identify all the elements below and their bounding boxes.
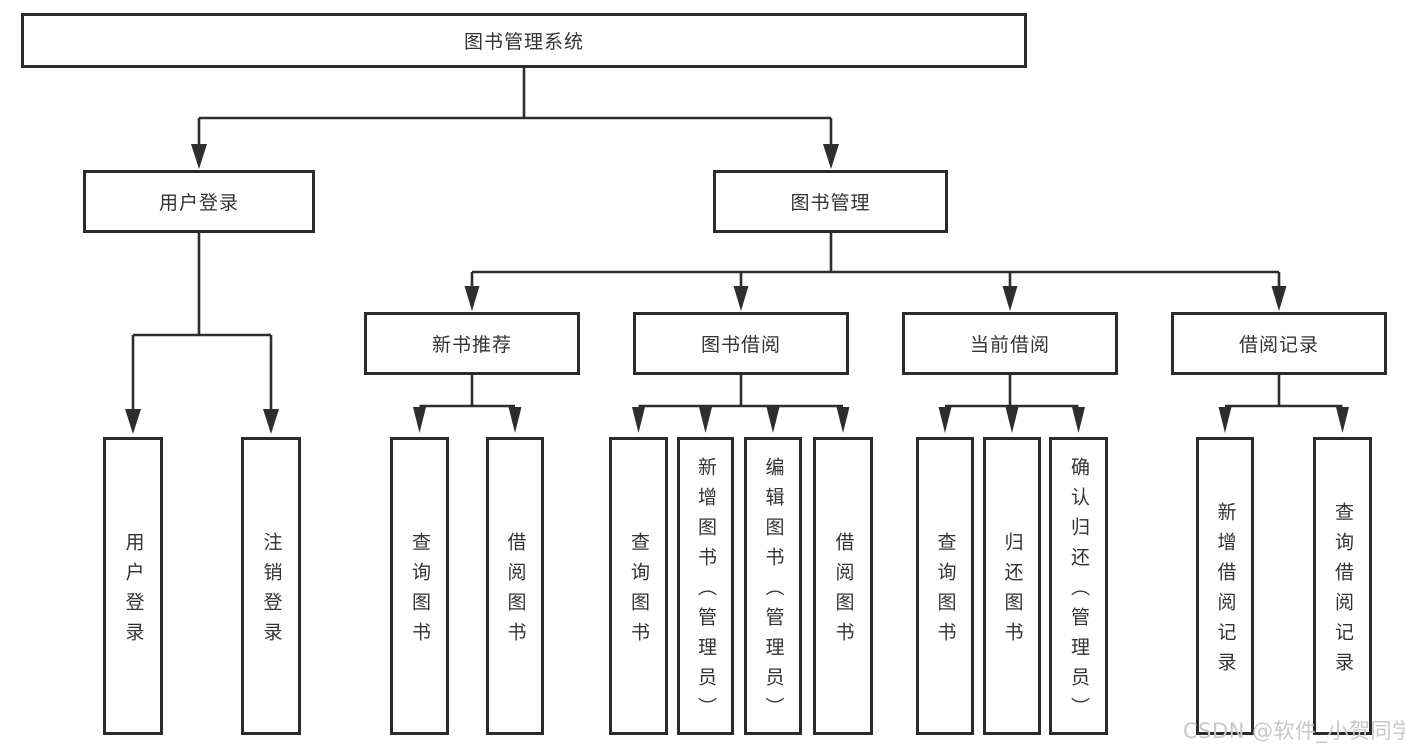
leaf-add-borrow-record: 新增借阅记录 [1196, 437, 1254, 735]
leaf-borrowing-borrow-books: 借阅图书 [813, 437, 873, 735]
connector-level3-children [413, 375, 1349, 433]
node-book-borrowing: 图书借阅 [633, 312, 849, 375]
leaf-add-book-admin: 新增图书（管理员） [677, 437, 734, 735]
leaf-return-books: 归还图书 [983, 437, 1041, 735]
node-current-borrowing: 当前借阅 [902, 312, 1118, 375]
leaf-edit-book-admin: 编辑图书（管理员） [744, 437, 802, 735]
node-new-book-recommend: 新书推荐 [364, 312, 580, 375]
watermark: CSDN @软件_小贺同学 [1183, 719, 1405, 743]
leaf-confirm-return-admin: 确认归还（管理员） [1049, 437, 1108, 735]
connector-root-to-level2 [191, 68, 839, 169]
node-borrowing-records: 借阅记录 [1171, 312, 1387, 375]
node-library-system: 图书管理系统 [21, 13, 1027, 68]
node-user-login: 用户登录 [83, 170, 315, 233]
leaf-current-query-books: 查询图书 [916, 437, 974, 735]
leaf-recommend-borrow-books: 借阅图书 [486, 437, 544, 735]
leaf-user-login: 用户登录 [103, 437, 163, 735]
leaf-logout: 注销登录 [241, 437, 301, 735]
leaf-query-borrow-record: 查询借阅记录 [1313, 437, 1372, 735]
connector-user-login-children [125, 233, 279, 434]
connector-book-mgmt-to-level3 [464, 233, 1287, 311]
node-book-management: 图书管理 [713, 170, 948, 233]
leaf-recommend-query-books: 查询图书 [390, 437, 449, 735]
leaf-borrowing-query-books: 查询图书 [609, 437, 668, 735]
